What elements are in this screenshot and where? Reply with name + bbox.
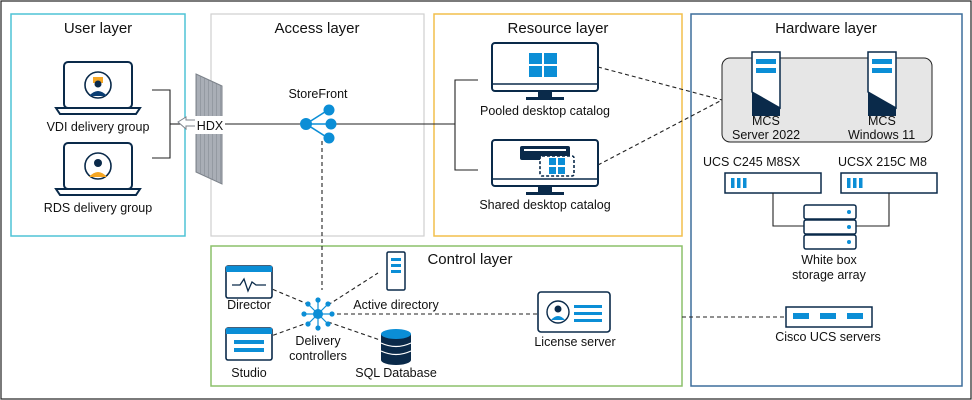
server-tower-icon xyxy=(386,251,406,291)
vdi-delivery-group-label: VDI delivery group xyxy=(47,120,150,134)
hdx-label-bg xyxy=(195,116,225,134)
delivery-controllers-label-line1: Delivery xyxy=(295,334,341,348)
storefront-hub-icon xyxy=(300,104,337,144)
rack-server-icon xyxy=(840,172,938,194)
shared-desktop-monitor xyxy=(491,139,599,195)
storage-label-line2: storage array xyxy=(792,268,866,282)
mcs-server-label-line1: MCS xyxy=(752,114,780,128)
delivery-controllers-label-line2: controllers xyxy=(289,349,347,363)
desktop-monitor-icon xyxy=(491,42,599,100)
director-window xyxy=(225,265,273,299)
studio-label: Studio xyxy=(231,366,266,380)
server-tower-icon xyxy=(751,51,781,116)
desktop-monitor-icon xyxy=(491,139,599,195)
server-tower-icon xyxy=(867,51,897,116)
dashboard-window-icon xyxy=(225,327,273,361)
pooled-desktop-catalog-label: Pooled desktop catalog xyxy=(480,104,610,118)
sql-database xyxy=(380,329,412,365)
control-layer-title: Control layer xyxy=(427,251,512,268)
mcs-server-label-line2: Server 2022 xyxy=(732,128,800,142)
sql-database-label: SQL Database xyxy=(355,366,437,380)
mcs-windows-tower xyxy=(867,51,897,116)
user-layer-title: User layer xyxy=(64,20,132,37)
ucsx-215c-label: UCSX 215C M8 xyxy=(838,155,927,169)
connector-lines xyxy=(152,79,478,171)
rack-server-icon xyxy=(785,306,873,328)
ucs-c245-server xyxy=(724,172,822,194)
pooled-desktop-monitor xyxy=(491,42,599,100)
shared-desktop-catalog-label: Shared desktop catalog xyxy=(479,198,610,212)
license-server-card xyxy=(537,291,611,333)
access-layer-title: Access layer xyxy=(274,20,359,37)
active-directory-tower xyxy=(386,251,406,291)
ucsx-215c-server xyxy=(840,172,938,194)
laptop-icon xyxy=(54,61,142,115)
hardware-layer-box xyxy=(690,13,963,387)
resource-layer-title: Resource layer xyxy=(508,20,609,37)
user-avatar-icon xyxy=(84,152,112,180)
control-layer-box xyxy=(210,245,683,387)
director-label: Director xyxy=(227,298,271,312)
active-directory-label: Active directory xyxy=(353,298,439,312)
mcs-server-tower xyxy=(751,51,781,116)
delivery-controllers-icon xyxy=(301,297,335,331)
storefront-label: StoreFront xyxy=(288,87,348,101)
storage-connectors xyxy=(772,193,890,227)
hdx-label: HDX xyxy=(197,119,224,133)
hardware-layer-title: Hardware layer xyxy=(775,20,877,37)
resource-layer-box xyxy=(433,13,683,237)
vdi-laptop xyxy=(54,61,142,115)
user-avatar-icon xyxy=(84,71,112,99)
database-icon xyxy=(380,329,412,365)
storage-array-icon xyxy=(803,204,857,250)
rds-laptop xyxy=(54,142,142,196)
mcs-windows-label-line2: Windows 11 xyxy=(848,128,915,142)
storage-label-line1: White box xyxy=(801,253,857,267)
dashboard-window-icon xyxy=(225,265,273,299)
rds-delivery-group-label: RDS delivery group xyxy=(44,201,152,215)
license-card-icon xyxy=(537,291,611,333)
ucs-c245-label: UCS C245 M8SX xyxy=(703,155,801,169)
studio-window xyxy=(225,327,273,361)
cisco-ucs-servers xyxy=(785,306,873,328)
mcs-windows-label-line1: MCS xyxy=(868,114,896,128)
rack-server-icon xyxy=(724,172,822,194)
cisco-ucs-servers-label: Cisco UCS servers xyxy=(775,330,881,344)
license-server-label: License server xyxy=(534,335,615,349)
